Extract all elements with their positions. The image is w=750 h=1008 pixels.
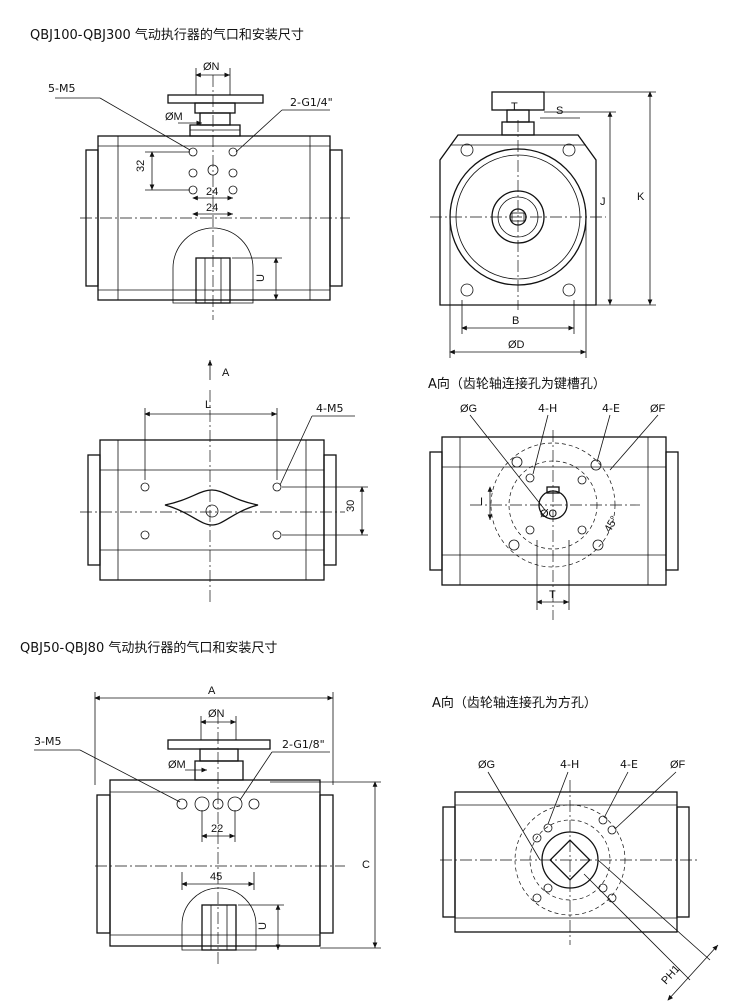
s1-d32-label: 32 <box>135 160 147 172</box>
s1-J-label: J <box>600 196 606 208</box>
s1-front-view: ØN ØM 5-M5 2-G1/4" 32 24 24 U <box>48 61 350 320</box>
s1-B-label: B <box>512 315 519 327</box>
s2-C-label: C <box>362 859 370 871</box>
s2-holes-label: 3-M5 <box>34 735 61 748</box>
s1-phiD-label: ØD <box>508 339 525 351</box>
s1-L-label: L <box>205 399 211 411</box>
s2-phiF-label: ØF <box>670 759 686 771</box>
s1-port-label: 2-G1/4" <box>290 96 333 109</box>
s1-a-view: A向（齿轮轴连接孔为键槽孔） ØG 4-H 4-E ØF ØO I <box>428 376 679 620</box>
s1-I-label: I <box>480 496 483 508</box>
section1-title: QBJ100-QBJ300 气动执行器的气口和安装尺寸 <box>30 27 304 43</box>
s2-front-view: A ØN ØM 2-G1/8" <box>34 685 381 965</box>
s2-U-label: U <box>257 922 269 930</box>
s2-d22-label: 22 <box>211 823 223 835</box>
s1-arrowA-label: A <box>222 367 230 379</box>
s1-phiG-label: ØG <box>460 403 477 415</box>
s2-PH-label: PH1 <box>659 963 682 987</box>
s1-d24a-label: 24 <box>206 186 218 198</box>
s1-T2-label: T <box>549 589 556 601</box>
s2-view-caption: A向（齿轮轴连接孔为方孔） <box>432 695 597 711</box>
s1-T-label: T <box>511 101 518 113</box>
s1-d30-label: 30 <box>345 500 357 512</box>
s2-a-view: A向（齿轮轴连接孔为方孔） ØG 4-H 4-E ØF PH1 <box>432 695 719 1001</box>
s1-K-label: K <box>637 191 645 203</box>
s1-S-label: S <box>556 105 563 117</box>
s1-phiN-label: ØN <box>203 61 220 73</box>
s1-phiM-label: ØM <box>165 111 183 123</box>
s2-port-label: 2-G1/8" <box>282 738 325 751</box>
s2-h4H-label: 4-H <box>560 758 579 771</box>
s1-d24b-label: 24 <box>206 202 218 214</box>
s1-view-caption: A向（齿轮轴连接孔为键槽孔） <box>428 376 606 392</box>
s2-phiN-label: ØN <box>208 708 225 720</box>
s2-phiG-label: ØG <box>478 759 495 771</box>
s1-U-label: U <box>255 274 267 282</box>
section2-title: QBJ50-QBJ80 气动执行器的气口和安装尺寸 <box>20 640 277 656</box>
s1-side-view: T S J K B ØD <box>430 91 656 358</box>
s1-holes-label: 5-M5 <box>48 82 75 95</box>
s1-angle-label: 45° <box>602 514 621 534</box>
s2-A-label: A <box>208 685 216 697</box>
s2-d45-label: 45 <box>210 871 222 883</box>
s1-phiF-label: ØF <box>650 403 666 415</box>
s1-a-holes <box>508 456 604 551</box>
s1-h4H-label: 4-H <box>538 402 557 415</box>
s1-e4E-label: 4-E <box>602 402 620 415</box>
s1-holes4-label: 4-M5 <box>316 402 343 415</box>
s2-phiM-label: ØM <box>168 759 186 771</box>
s2-e4E-label: 4-E <box>620 758 638 771</box>
s1-top-view: A L 4-M5 30 <box>80 360 368 605</box>
s2-a-holes <box>532 815 617 903</box>
s1-phiO-label: ØO <box>540 508 558 520</box>
